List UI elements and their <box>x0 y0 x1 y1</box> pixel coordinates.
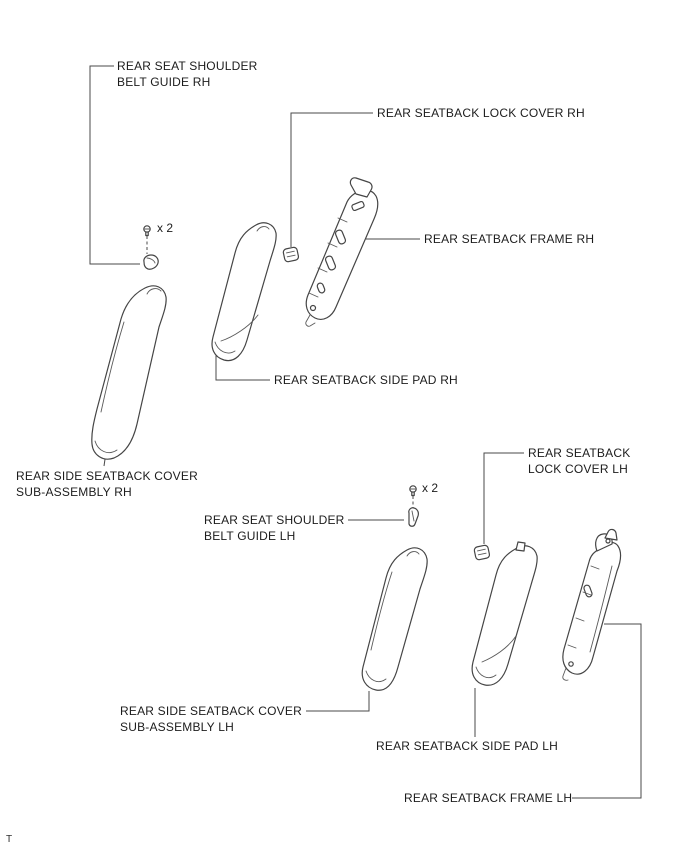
label-line: SUB-ASSEMBLY RH <box>16 485 132 499</box>
label-line: REAR SEATBACK LOCK COVER RH <box>377 106 585 120</box>
label-line: REAR SEATBACK SIDE PAD LH <box>376 739 558 753</box>
rear-side-seatback-cover-lh-drawing <box>361 547 428 691</box>
screw-rh-icon <box>143 225 151 237</box>
label-rear-seat-shoulder-belt-guide-rh: REAR SEAT SHOULDER BELT GUIDE RH <box>117 58 258 90</box>
rear-seatback-lock-cover-lh-drawing <box>473 544 491 561</box>
label-line: BELT GUIDE LH <box>204 529 296 543</box>
leader-belt-guide-rh <box>89 65 140 265</box>
seat-shoulder-belt-guide-lh-drawing <box>408 507 419 527</box>
label-rear-seat-shoulder-belt-guide-lh: REAR SEAT SHOULDER BELT GUIDE LH <box>204 512 345 544</box>
label-rear-side-seatback-cover-rh: REAR SIDE SEATBACK COVER SUB-ASSEMBLY RH <box>16 468 198 500</box>
label-rear-seatback-frame-lh: REAR SEATBACK FRAME LH <box>404 790 572 806</box>
leader-frame-lh <box>572 623 642 799</box>
label-line: BELT GUIDE RH <box>117 75 211 89</box>
rear-seatback-frame-lh-drawing <box>562 528 622 681</box>
label-line: REAR SEATBACK FRAME RH <box>424 232 595 246</box>
leader-lock-cover-lh <box>483 452 524 544</box>
page-corner-mark: T <box>6 834 13 845</box>
label-line: REAR SEAT SHOULDER <box>204 513 345 527</box>
rear-side-seatback-cover-rh-drawing <box>91 285 167 460</box>
label-line: REAR SEATBACK SIDE PAD RH <box>274 373 458 387</box>
leader-cover-lh <box>306 691 370 712</box>
label-rear-side-seatback-cover-lh: REAR SIDE SEATBACK COVER SUB-ASSEMBLY LH <box>120 703 302 735</box>
leader-side-pad-rh <box>215 348 270 381</box>
label-rear-seatback-frame-rh: REAR SEATBACK FRAME RH <box>424 231 594 247</box>
label-line: REAR SEATBACK FRAME LH <box>404 791 573 805</box>
rear-seatback-frame-rh-drawing <box>305 177 379 327</box>
quantity-belt-guide-rh: x 2 <box>157 221 174 235</box>
label-line: REAR SEAT SHOULDER <box>117 59 258 73</box>
label-rear-seatback-lock-cover-rh: REAR SEATBACK LOCK COVER RH <box>377 105 585 121</box>
label-rear-seatback-side-pad-lh: REAR SEATBACK SIDE PAD LH <box>376 738 558 754</box>
label-rear-seatback-side-pad-rh: REAR SEATBACK SIDE PAD RH <box>274 372 458 388</box>
label-rear-seatback-lock-cover-lh: REAR SEATBACK LOCK COVER LH <box>528 445 630 477</box>
label-line: REAR SIDE SEATBACK COVER <box>120 704 302 718</box>
rear-seatback-side-pad-lh-drawing <box>471 541 538 686</box>
seat-shoulder-belt-guide-rh-drawing <box>143 254 159 270</box>
label-line: SUB-ASSEMBLY LH <box>120 720 234 734</box>
rear-seatback-lock-cover-rh-drawing <box>282 246 300 263</box>
leader-lines <box>89 65 642 799</box>
label-line: REAR SIDE SEATBACK COVER <box>16 469 198 483</box>
quantity-belt-guide-lh: x 2 <box>422 481 439 495</box>
leader-lock-cover-rh <box>290 112 373 247</box>
label-line: LOCK COVER LH <box>528 462 628 476</box>
screw-lh-icon <box>409 485 417 497</box>
rear-seatback-side-pad-rh-drawing <box>211 222 277 362</box>
label-line: REAR SEATBACK <box>528 446 631 460</box>
